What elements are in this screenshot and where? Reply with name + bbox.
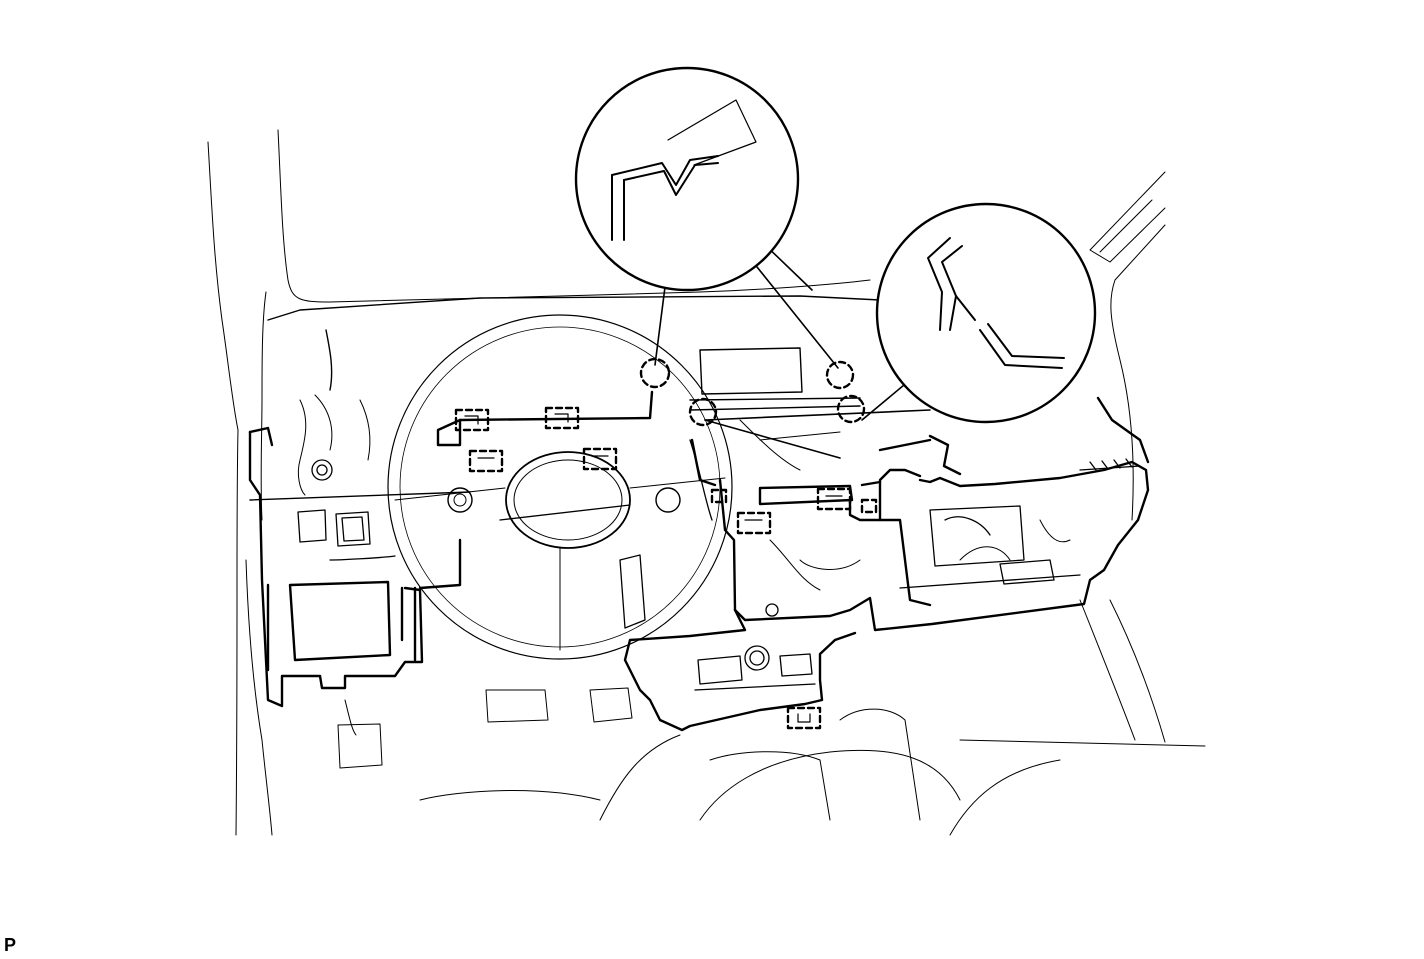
- claw-marker: [786, 706, 822, 730]
- vehicle-body-outline: [207, 129, 1206, 836]
- harness-details: [297, 394, 1071, 591]
- claw-marker: [454, 408, 490, 432]
- clip-marker: [836, 394, 866, 424]
- claw-marker: [816, 487, 852, 511]
- panel-inner-details: [297, 439, 1141, 691]
- floor-details: [337, 687, 921, 821]
- detail-callout-right: [875, 202, 1097, 424]
- clip-marker: [688, 397, 718, 427]
- claw-marker: [544, 406, 580, 430]
- claw-marker: [710, 488, 728, 504]
- claw-marker: [468, 449, 504, 473]
- marker-glyphs: [464, 413, 843, 723]
- claw-marker: [736, 511, 772, 535]
- claw-markers: [454, 406, 878, 730]
- upper-dash-panel: [249, 295, 881, 501]
- claw-marker: [860, 498, 878, 514]
- clip-markers: [639, 357, 866, 427]
- steering-wheel: [387, 314, 733, 660]
- instrument-panel-outline: [248, 390, 1150, 732]
- claw-marker: [582, 447, 618, 471]
- corner-label: P: [4, 935, 17, 955]
- clip-marker: [825, 360, 855, 390]
- clip-marker: [639, 357, 671, 389]
- detail-callout-left: [574, 66, 800, 292]
